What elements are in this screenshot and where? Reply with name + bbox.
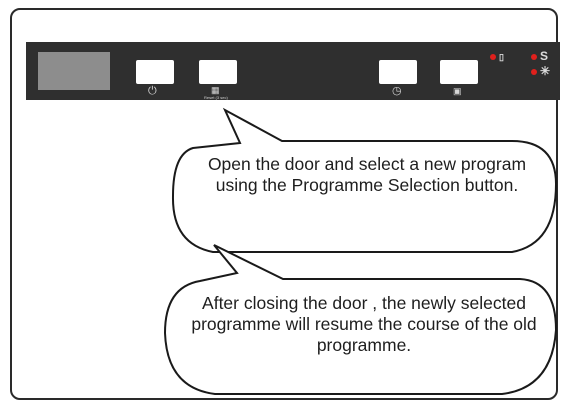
indicator-led xyxy=(490,54,496,60)
half-load-icon: ▣ xyxy=(453,86,462,96)
callout-bubble xyxy=(171,107,558,253)
callout-1-text: Open the door and select a new program u… xyxy=(207,154,527,195)
indicator-led xyxy=(531,54,537,60)
indicator-led xyxy=(531,69,537,75)
half-load-button[interactable] xyxy=(440,60,478,84)
delay-timer-button[interactable] xyxy=(379,60,417,84)
program-grid-icon: ▦ xyxy=(211,85,220,95)
clock-icon: ◷ xyxy=(392,85,402,97)
salt-indicator-icon: S xyxy=(540,49,549,63)
rinse-aid-indicator-icon: ✳ xyxy=(540,64,551,78)
power-button[interactable] xyxy=(136,60,174,84)
callout-bubble xyxy=(163,244,558,395)
display-screen xyxy=(38,52,110,90)
control-panel: ⏻ ▦ Reset (3 sec) ◷ ▣ ▯ S ✳ xyxy=(26,42,560,100)
power-icon: ⏻ xyxy=(148,85,157,97)
callout-2-text: After closing the door , the newly selec… xyxy=(191,293,537,355)
water-indicator-icon: ▯ xyxy=(499,52,504,62)
reset-label: Reset (3 sec) xyxy=(204,95,228,100)
program-selection-button[interactable] xyxy=(199,60,237,84)
